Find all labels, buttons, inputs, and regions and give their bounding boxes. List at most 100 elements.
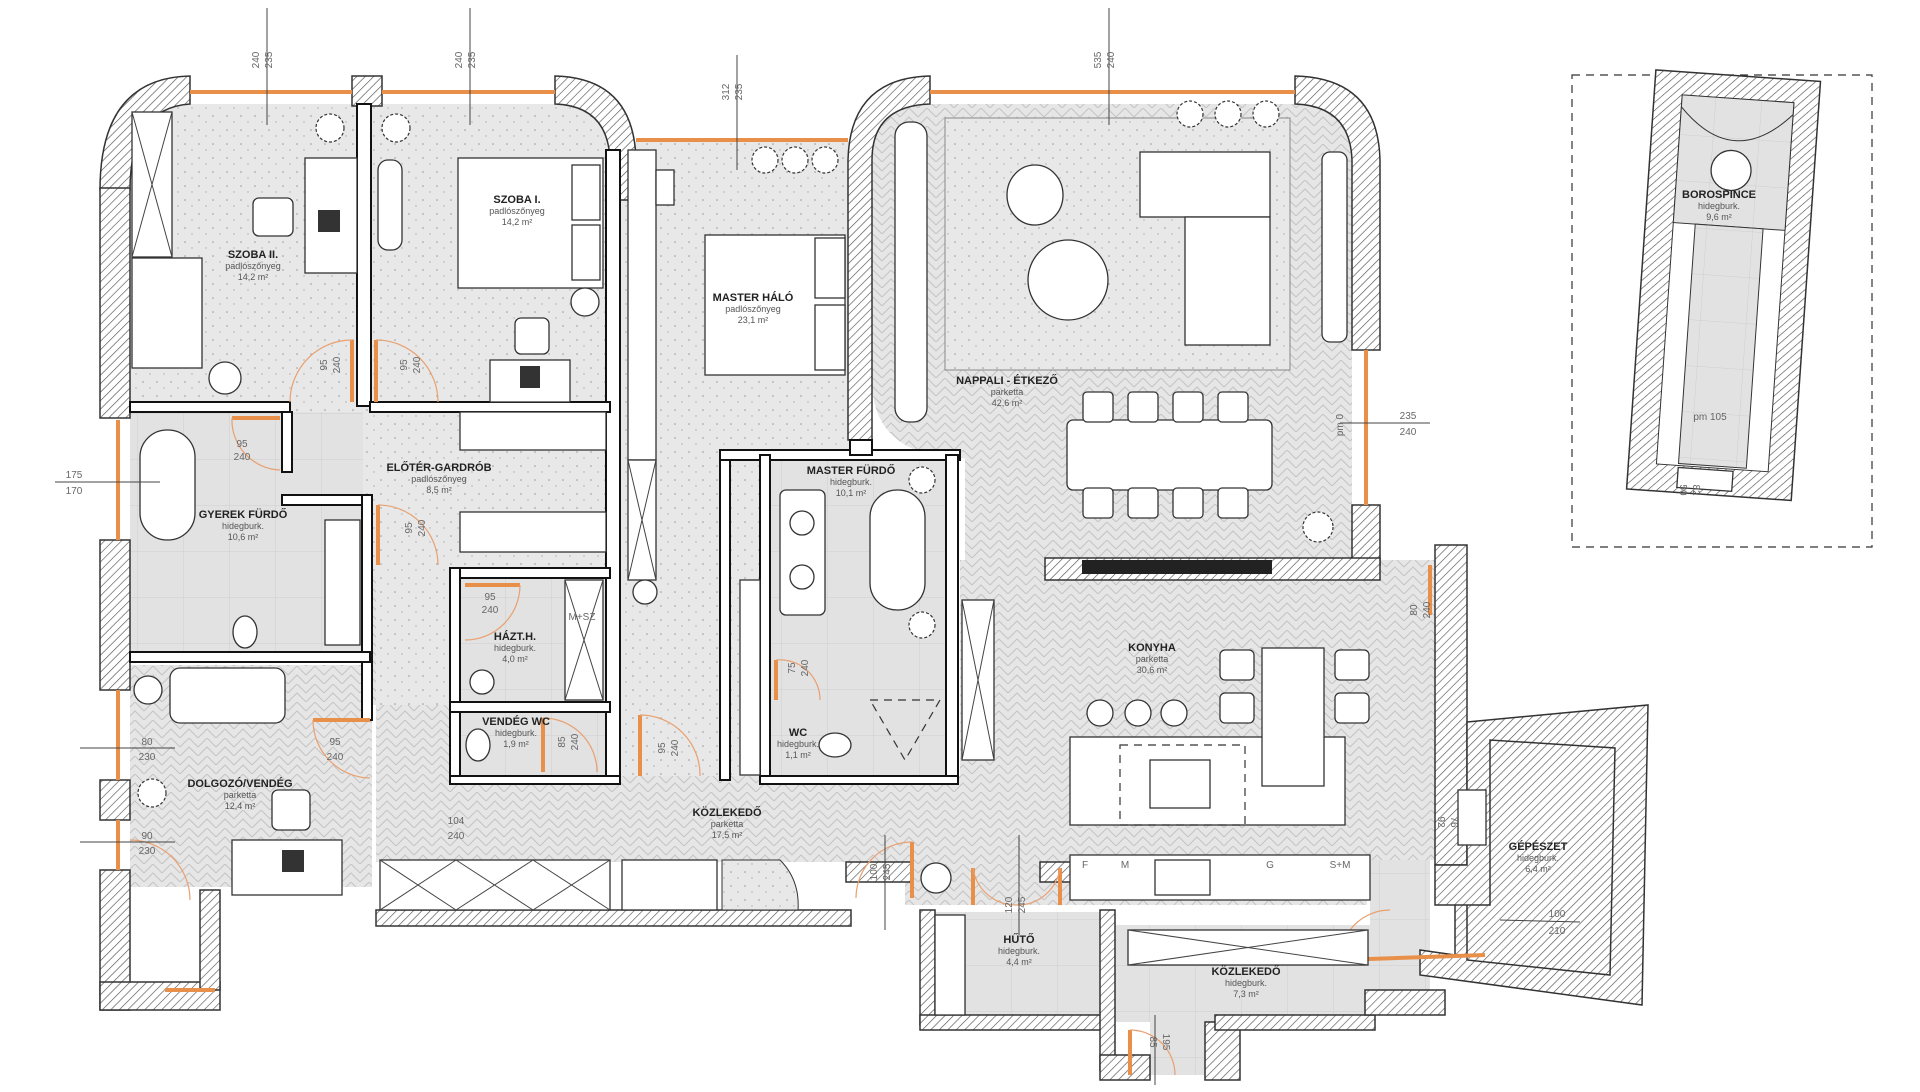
- room-area: 17,5 m²: [712, 830, 743, 840]
- wine-cellar-inset: [1571, 69, 1873, 548]
- room-name: KÖZLEKEDŐ: [692, 806, 762, 819]
- dimension-value: 90: [141, 831, 153, 842]
- dimension-value: 92: [1435, 816, 1446, 828]
- cooktop: [1149, 759, 1211, 809]
- room-area: 8,5 m²: [426, 485, 452, 495]
- inset-frame: [1571, 74, 1873, 548]
- room-floor: parketta: [224, 790, 257, 800]
- dimension-value: 240: [327, 752, 344, 763]
- dimension-value: 245: [1017, 896, 1028, 913]
- bathtub: [869, 489, 926, 611]
- room-area: 10,6 m²: [228, 532, 259, 542]
- room-area: 6,4 m²: [1525, 864, 1551, 874]
- wine-table: [1710, 149, 1752, 192]
- dimension-value: 50: [1677, 484, 1688, 496]
- room-floor: hidegburk.: [998, 946, 1040, 956]
- plant-icon: [1214, 100, 1242, 128]
- room-floor: hidegburk.: [830, 477, 872, 487]
- room-name: DOLGOZÓ/VENDÉG: [187, 777, 292, 790]
- dimension-value: 312: [721, 83, 732, 100]
- room-area: 42,6 m²: [992, 398, 1023, 408]
- dining-chairs: [1082, 391, 1249, 519]
- dimension-value: 240: [1422, 601, 1433, 618]
- room-area: 14,2 m²: [502, 217, 533, 227]
- dimension-value: 80: [141, 737, 153, 748]
- kitchen-unit-label: M: [1121, 860, 1129, 871]
- room-name: NAPPALI - ÉTKEZŐ: [956, 374, 1058, 387]
- laptop: [282, 850, 304, 872]
- dimension-value: 210: [1549, 926, 1566, 937]
- dimension-value: 240: [1106, 51, 1117, 68]
- room-name: MASTER HÁLÓ: [713, 291, 794, 304]
- plant-icon: [1176, 100, 1204, 128]
- bar-table: [1261, 647, 1325, 787]
- room-area: 10,1 m²: [836, 488, 867, 498]
- dimension-value: 240: [670, 739, 681, 756]
- vanity: [779, 489, 826, 616]
- dimension-value: 235: [1400, 411, 1417, 422]
- dimension-value: 240: [800, 659, 811, 676]
- room-name: GYEREK FÜRDŐ: [199, 508, 288, 521]
- dimension-value: 240: [251, 51, 262, 68]
- windows: [116, 90, 1368, 870]
- dimension-value: 95: [657, 742, 668, 754]
- toilet: [465, 728, 491, 762]
- level-mark: pm 0: [1335, 413, 1346, 436]
- dimension-value: 95: [404, 522, 415, 534]
- room-name: VENDÉG WC: [482, 715, 550, 728]
- dimension-value: 535: [1093, 51, 1104, 68]
- room-area: 9,6 m²: [1706, 212, 1732, 222]
- room-name: ELŐTÉR-GARDRÓB: [386, 461, 491, 474]
- armchair: [1006, 164, 1064, 226]
- plant-icon: [315, 113, 345, 143]
- room-floor: parketta: [1136, 654, 1169, 664]
- dimension-value: 240: [234, 452, 251, 463]
- outer-walls: [99, 75, 1649, 1081]
- chair: [514, 317, 550, 355]
- room-floor: padlószőnyeg: [411, 474, 467, 484]
- dimension-value: 240: [448, 831, 465, 842]
- room-floor: hidegburk.: [494, 643, 536, 653]
- level-mark: pm 105: [1693, 412, 1727, 423]
- dimension-value: 240: [332, 356, 343, 373]
- dimension-value: 95: [329, 737, 341, 748]
- sink: [469, 669, 495, 695]
- wardrobe: [627, 149, 657, 461]
- bar-stools: [1086, 649, 1370, 727]
- room-floor: hidegburk.: [222, 521, 264, 531]
- dimension-value: 240: [1400, 427, 1417, 438]
- plant-icon: [751, 146, 779, 174]
- dimension-value: 195: [1160, 1034, 1171, 1051]
- side-table: [570, 287, 600, 317]
- wardrobe: [621, 859, 718, 911]
- dimension-value: 95: [319, 359, 330, 371]
- room-area: 30,6 m²: [1137, 665, 1168, 675]
- dimension-value: 100: [869, 863, 880, 880]
- kitchen-counter: [1069, 854, 1371, 901]
- dimension-value: 85: [557, 736, 568, 748]
- room-name: WC: [789, 727, 807, 739]
- plant-icon: [137, 778, 167, 808]
- kitchen-unit-label: F: [1082, 860, 1088, 871]
- dimension-value: 235: [734, 83, 745, 100]
- room-name: KÖZLEKEDŐ: [1211, 965, 1281, 978]
